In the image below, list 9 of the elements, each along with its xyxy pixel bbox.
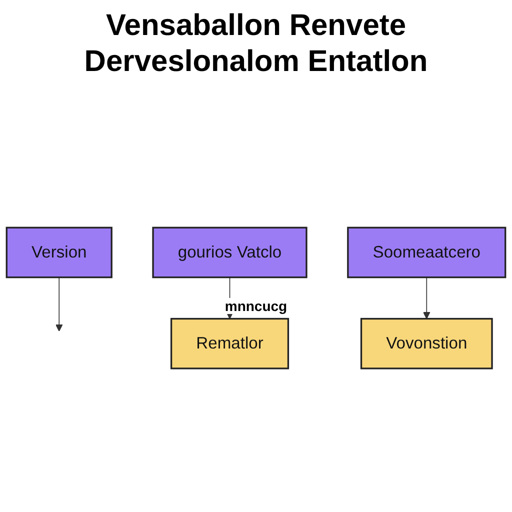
process-box: Soomeaatcero: [347, 226, 506, 278]
diagram-title: Vensaballon Renvete Derveslonalom Entatlon: [83, 8, 429, 80]
process-box: Vovonstion: [360, 318, 493, 370]
note-text: mnncucg: [224, 298, 288, 314]
arrow: [423, 276, 430, 320]
arrow: [55, 276, 63, 332]
process-box: Rematlor: [170, 318, 290, 370]
process-box: Version: [6, 226, 112, 278]
process-box: gourios Vatclo: [152, 226, 308, 278]
